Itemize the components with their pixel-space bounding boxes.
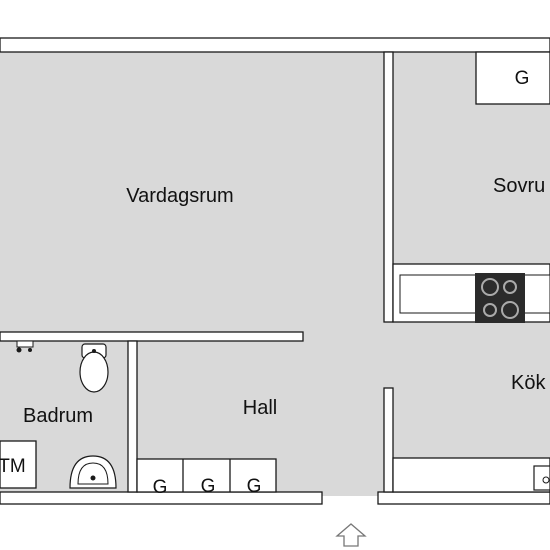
room-label-bathroom: Badrum	[23, 405, 93, 427]
sink-icon	[533, 465, 550, 491]
exterior-walls	[0, 37, 550, 505]
room-label-bedroom: Sovru	[493, 175, 545, 197]
shower-mixer-icon	[16, 340, 34, 353]
room-label-hall: Hall	[243, 397, 277, 419]
interior-walls	[0, 51, 394, 493]
hall-wardrobe-2-label: G	[201, 476, 216, 497]
stove-icon	[475, 273, 525, 323]
washing-machine: TM	[0, 440, 37, 489]
bedroom-wardrobe-label: G	[515, 68, 530, 89]
kitchen-counter	[392, 263, 550, 323]
entrance-arrow-icon	[335, 523, 367, 547]
washbasin-icon	[69, 455, 117, 489]
hall-wardrobe-3-label: G	[247, 476, 262, 497]
toilet-icon	[79, 343, 109, 393]
room-label-living-room: Vardagsrum	[126, 185, 233, 207]
bedroom-wardrobe: G	[475, 51, 550, 105]
hall-wardrobes: G G G	[136, 458, 277, 498]
washing-machine-label: TM	[0, 456, 26, 477]
kitchen-lower-counter	[392, 457, 550, 493]
hall-wardrobe-1-label: G	[153, 477, 168, 498]
room-label-kitchen: Kök	[511, 372, 546, 394]
